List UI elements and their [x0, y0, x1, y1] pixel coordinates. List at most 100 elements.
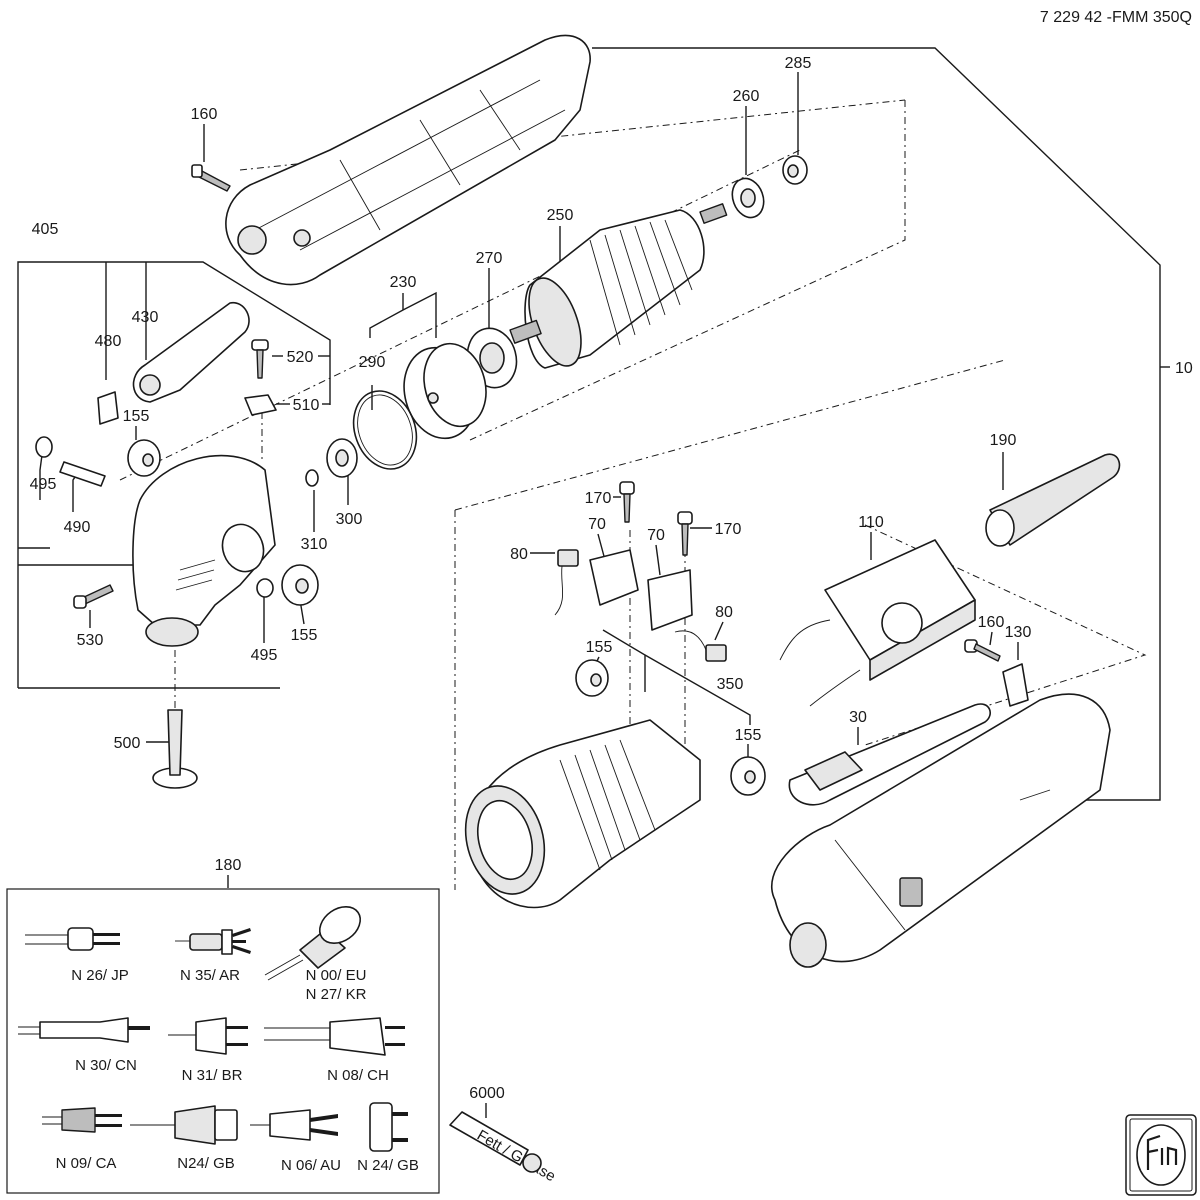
- svg-text:N24/ GB: N24/ GB: [177, 1155, 235, 1172]
- svg-text:N 08/ CH: N 08/ CH: [327, 1067, 389, 1084]
- bearing-260: [731, 177, 765, 219]
- callout-180: 180: [215, 857, 242, 874]
- svg-text:N 30/ CN: N 30/ CN: [75, 1057, 137, 1074]
- callout-70-b: 70: [647, 527, 665, 544]
- callout-6000: 6000: [469, 1085, 505, 1102]
- bearing-cap-230: [403, 342, 487, 440]
- bushing-495-left: [35, 436, 53, 458]
- motor-housing-10: [771, 693, 1111, 968]
- svg-text:N 27/ KR: N 27/ KR: [306, 986, 367, 1003]
- callout-155-mid: 155: [586, 639, 613, 656]
- screw-160-right: [964, 639, 1001, 662]
- screw-170-a: [619, 481, 635, 523]
- o-ring-290: [352, 390, 418, 470]
- cam-480: [97, 391, 119, 425]
- screw-520: [251, 339, 269, 379]
- screw-530: [73, 584, 114, 609]
- callout-80-a: 80: [510, 546, 528, 563]
- fein-logo: [1125, 1114, 1197, 1196]
- bearing-300: [326, 438, 358, 478]
- callout-labels: 10 30 70 70 80 80 110 130 155 155 155 15…: [30, 55, 1193, 1102]
- circlip-310: [305, 469, 319, 487]
- gear-head-housing: [132, 454, 276, 647]
- armature: [509, 203, 728, 369]
- svg-text:N 00/ EU: N 00/ EU: [306, 967, 367, 984]
- callout-155-top: 155: [123, 408, 150, 425]
- carbon-brush-80-b: [674, 630, 727, 662]
- svg-text:N 06/ AU: N 06/ AU: [281, 1157, 341, 1174]
- callout-130: 130: [1005, 624, 1032, 641]
- callout-495-a: 495: [30, 476, 57, 493]
- callout-270: 270: [476, 250, 503, 267]
- bushing-155-mid: [575, 659, 609, 697]
- screw-170-b: [677, 511, 693, 556]
- clip-510: [244, 394, 277, 416]
- plug-cn: N 30/ CN: [18, 1017, 150, 1074]
- callout-10: 10: [1175, 360, 1193, 377]
- callout-530: 530: [77, 632, 104, 649]
- svg-text:N 35/ AR: N 35/ AR: [180, 967, 240, 984]
- plug-ch: N 08/ CH: [264, 1017, 405, 1084]
- plug-au: N 06/ AU: [250, 1109, 341, 1174]
- callout-405: 405: [32, 221, 59, 238]
- callout-310: 310: [301, 536, 328, 553]
- callout-170-a: 170: [585, 490, 612, 507]
- spindle-500: [152, 709, 198, 789]
- callout-500: 500: [114, 735, 141, 752]
- callout-290: 290: [359, 354, 386, 371]
- callout-490: 490: [64, 519, 91, 536]
- svg-text:N 24/ GB: N 24/ GB: [357, 1157, 419, 1174]
- callout-110: 110: [858, 514, 884, 531]
- callout-80-b: 80: [715, 604, 733, 621]
- callout-300: 300: [336, 511, 363, 528]
- plug-gb-2: N 24/ GB: [357, 1102, 419, 1174]
- callout-160-right: 160: [978, 614, 1005, 631]
- drawing-number: 7 229 42 -FMM 350Q: [1040, 9, 1192, 26]
- callout-520: 520: [287, 349, 314, 366]
- callout-190: 190: [990, 432, 1017, 449]
- switch-slider-30: [788, 703, 991, 806]
- handle-grip-190: [985, 453, 1121, 547]
- callout-510: 510: [293, 397, 320, 414]
- callout-260: 260: [733, 88, 760, 105]
- bushing-155-motor: [730, 756, 766, 796]
- svg-text:N 09/ CA: N 09/ CA: [56, 1155, 117, 1172]
- callout-480: 480: [95, 333, 122, 350]
- callout-30: 30: [849, 709, 867, 726]
- callout-285: 285: [785, 55, 812, 72]
- bushing-155-right: [281, 564, 319, 606]
- grease-tube-label: Fett / Grease: [474, 1127, 558, 1185]
- callout-155-motor: 155: [735, 727, 762, 744]
- callout-430: 430: [132, 309, 159, 326]
- plug-eu: N 00/ EU N 27/ KR: [264, 906, 367, 1003]
- plug-gb-1: N24/ GB: [130, 1105, 238, 1172]
- callout-350: 350: [717, 676, 744, 693]
- electronics-110: [779, 539, 976, 707]
- plug-ar: N 35/ AR: [175, 928, 251, 984]
- assembly-axes: [119, 99, 1147, 890]
- carbon-brush-80-a: [554, 549, 579, 616]
- grease-tube-6000: Fett / Grease: [449, 1111, 558, 1185]
- bushing-285: [782, 155, 808, 185]
- callout-70-a: 70: [588, 516, 606, 533]
- callout-495-b: 495: [251, 647, 278, 664]
- pin-490: [59, 461, 106, 487]
- callout-160-top: 160: [191, 106, 218, 123]
- svg-text:N 26/ JP: N 26/ JP: [71, 967, 129, 984]
- bushing-155-left: [127, 439, 161, 477]
- svg-text:N 31/ BR: N 31/ BR: [182, 1067, 243, 1084]
- field-housing-350: [464, 719, 701, 909]
- plug-br: N 31/ BR: [168, 1017, 248, 1084]
- plug-ca: N 09/ CA: [42, 1107, 122, 1172]
- callout-250: 250: [547, 207, 574, 224]
- plug-variants-box: N 26/ JP N 35/ AR N 00/ EU N 27/ KR N 30…: [6, 888, 440, 1194]
- callout-155-right: 155: [291, 627, 318, 644]
- handle-half-shell: [225, 34, 591, 286]
- callout-170-b: 170: [715, 521, 742, 538]
- plug-jp: N 26/ JP: [25, 927, 129, 984]
- bushing-495-right: [256, 578, 274, 598]
- brush-holder-70-a: [589, 549, 639, 606]
- brush-holder-70-b: [647, 569, 693, 631]
- lever-430: [132, 302, 250, 403]
